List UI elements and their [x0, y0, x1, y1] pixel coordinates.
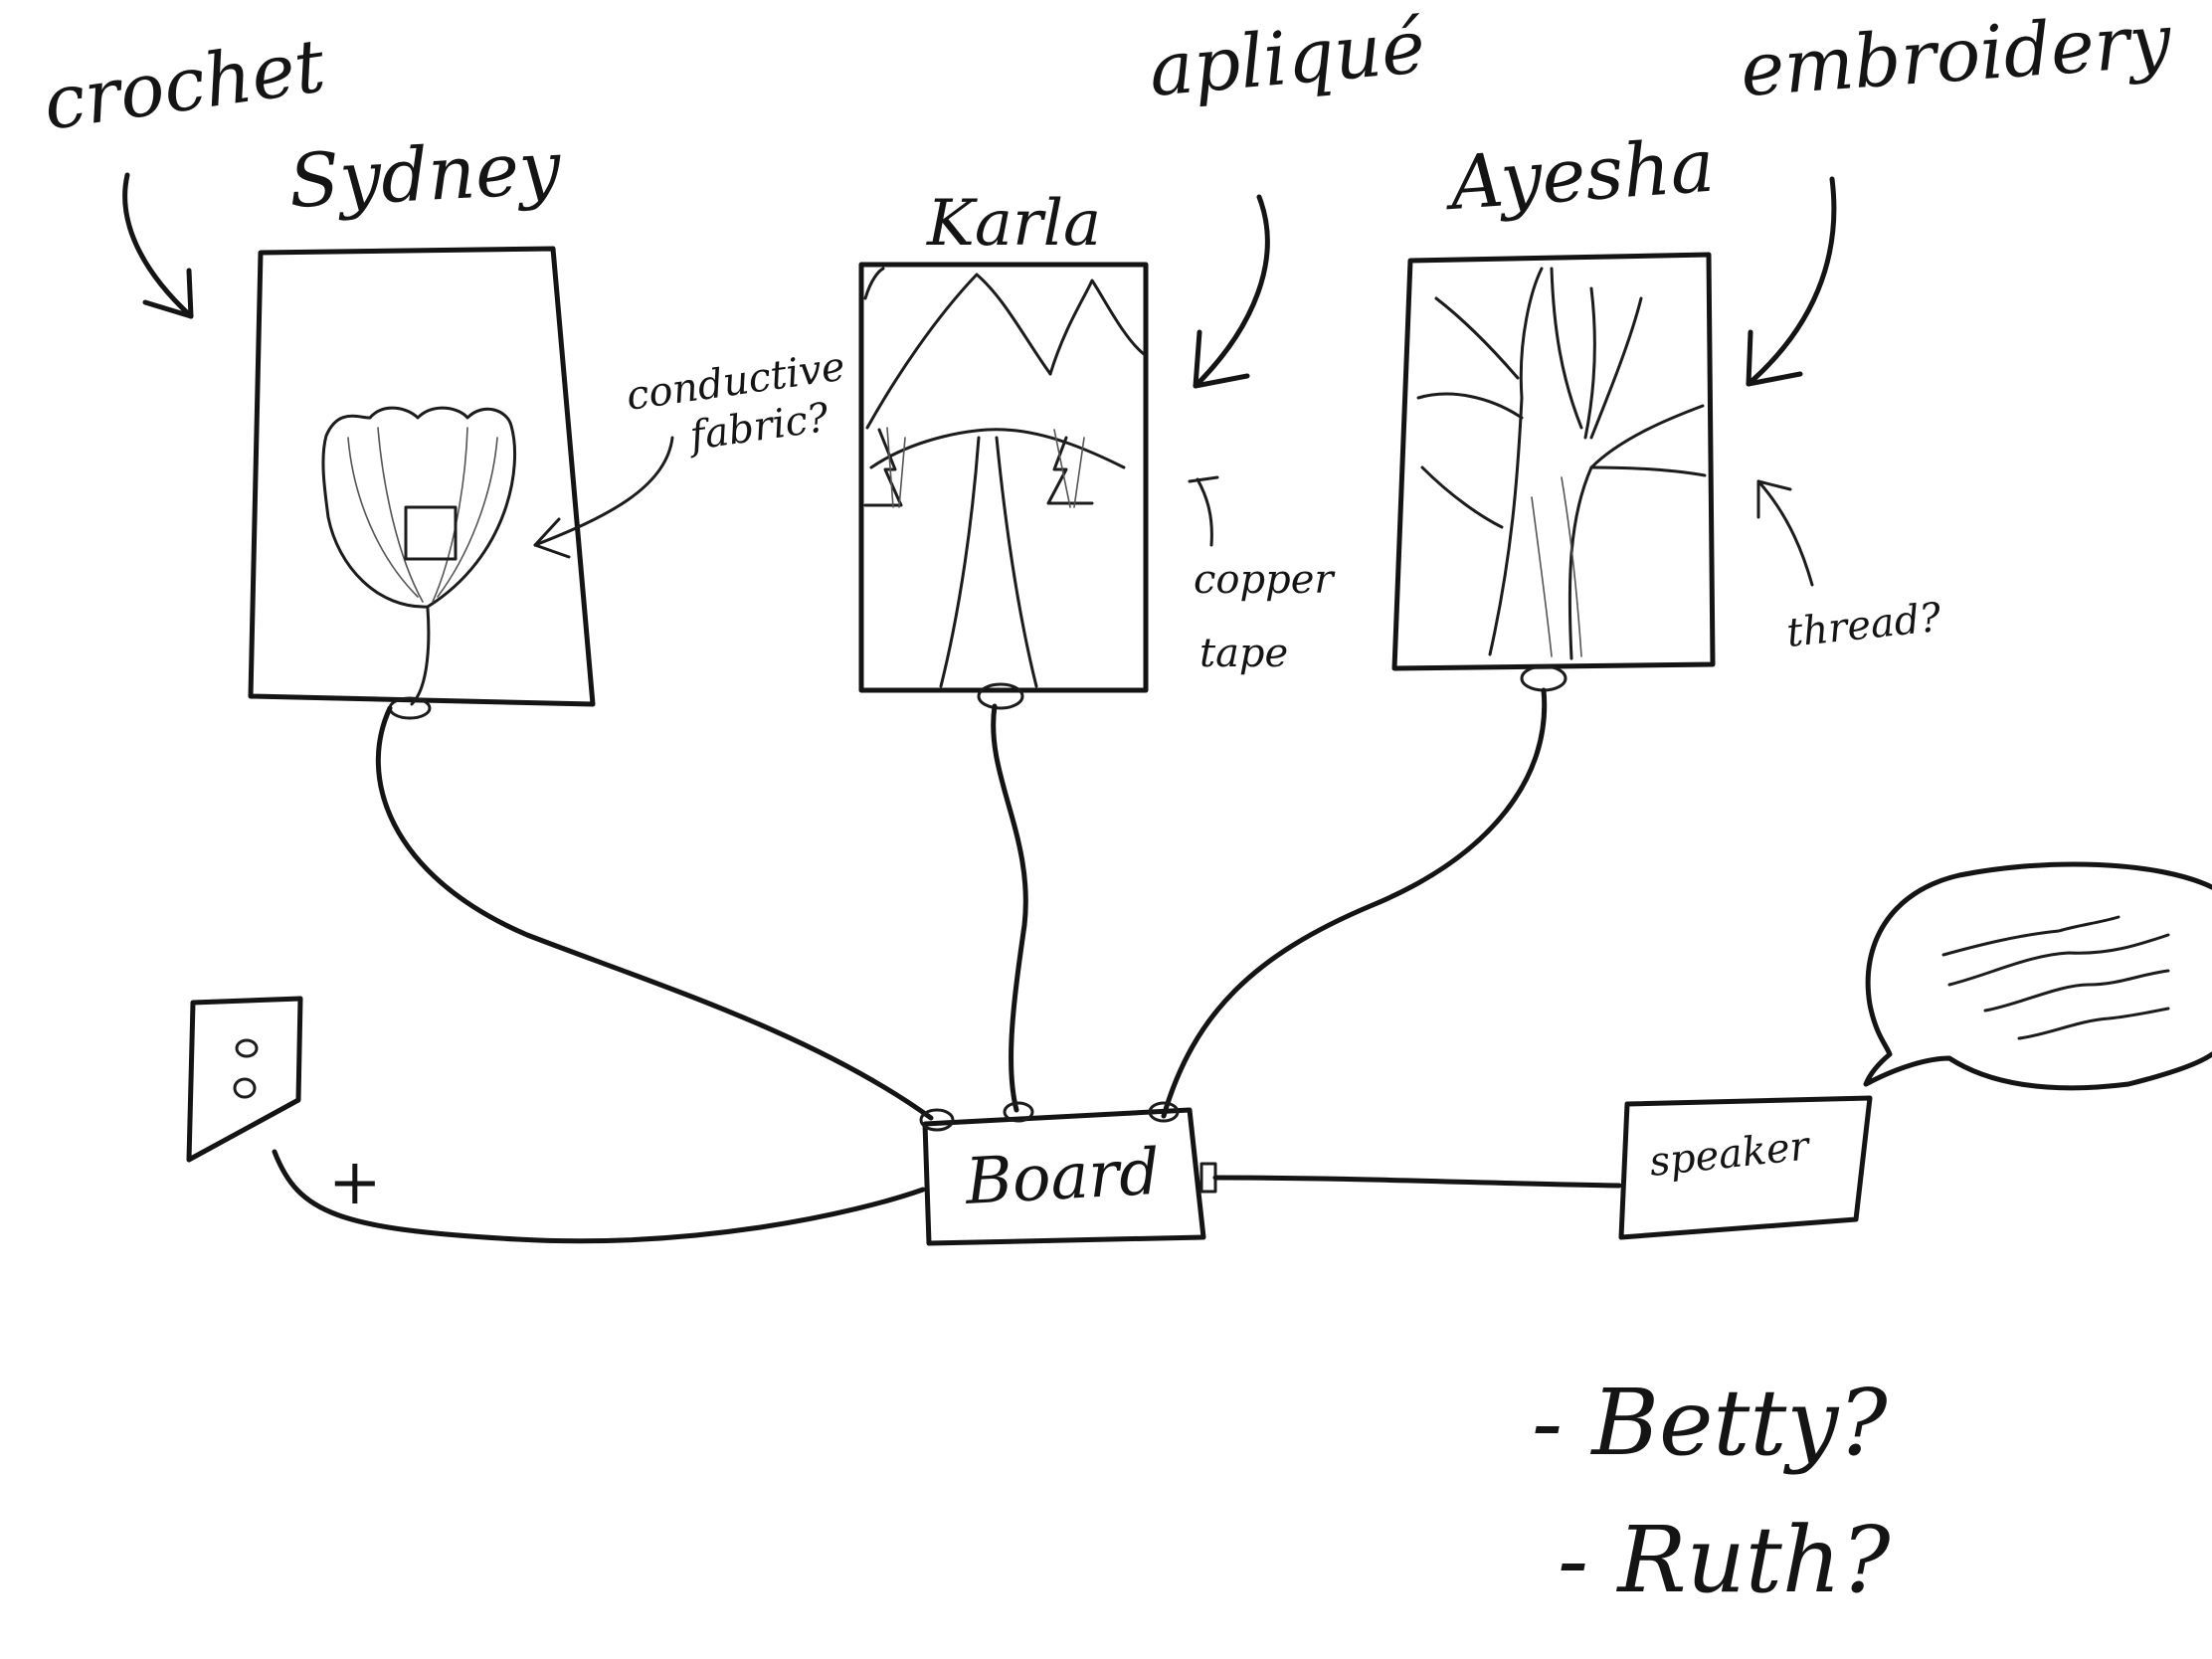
copper-note-line2: tape: [1199, 631, 1288, 676]
ayesha-panel: [1391, 252, 1716, 692]
embroidery-label: embroidery: [1738, 0, 2174, 113]
board-box: [919, 1101, 1217, 1246]
flower-icon: [321, 406, 517, 706]
candidate-betty: - Betty?: [1532, 1370, 1888, 1476]
candidate-ruth: - Ruth?: [1558, 1507, 1891, 1613]
power-outlet: [186, 996, 303, 1163]
conductive-arrow: [533, 436, 674, 559]
karla-wire: [991, 703, 1028, 1113]
thread-arrow: [1756, 479, 1814, 587]
ayesha-wire: [1161, 687, 1548, 1119]
crochet-arrow: [122, 172, 194, 319]
ayesha-name: Ayesha: [1441, 123, 1717, 228]
crochet-label: crochet: [39, 23, 330, 147]
tree-icon: [1416, 267, 1707, 660]
plus-sign: +: [328, 1146, 382, 1219]
speech-bubble: [1863, 861, 2212, 1091]
sydney-wire: [375, 705, 934, 1121]
applique-label: apliqué: [1146, 4, 1428, 113]
speaker-wire: [1212, 1175, 1622, 1189]
karla-panel: [858, 262, 1149, 710]
embroidery-arrow: [1746, 176, 1837, 387]
copper-note-line1: copper: [1194, 557, 1336, 603]
copper-arrow: [1188, 475, 1219, 547]
applique-arrow: [1193, 194, 1270, 389]
power-wire: [272, 1149, 926, 1244]
thread-note: thread?: [1784, 595, 1943, 656]
sydney-name: Sydney: [286, 125, 563, 225]
karla-name: Karla: [926, 187, 1101, 261]
speaker-label: speaker: [1647, 1123, 1813, 1186]
speaker-box: [1618, 1095, 1873, 1240]
board-label: Board: [963, 1136, 1162, 1219]
sydney-panel: [248, 246, 596, 720]
mountain-scene-icon: [863, 267, 1146, 688]
